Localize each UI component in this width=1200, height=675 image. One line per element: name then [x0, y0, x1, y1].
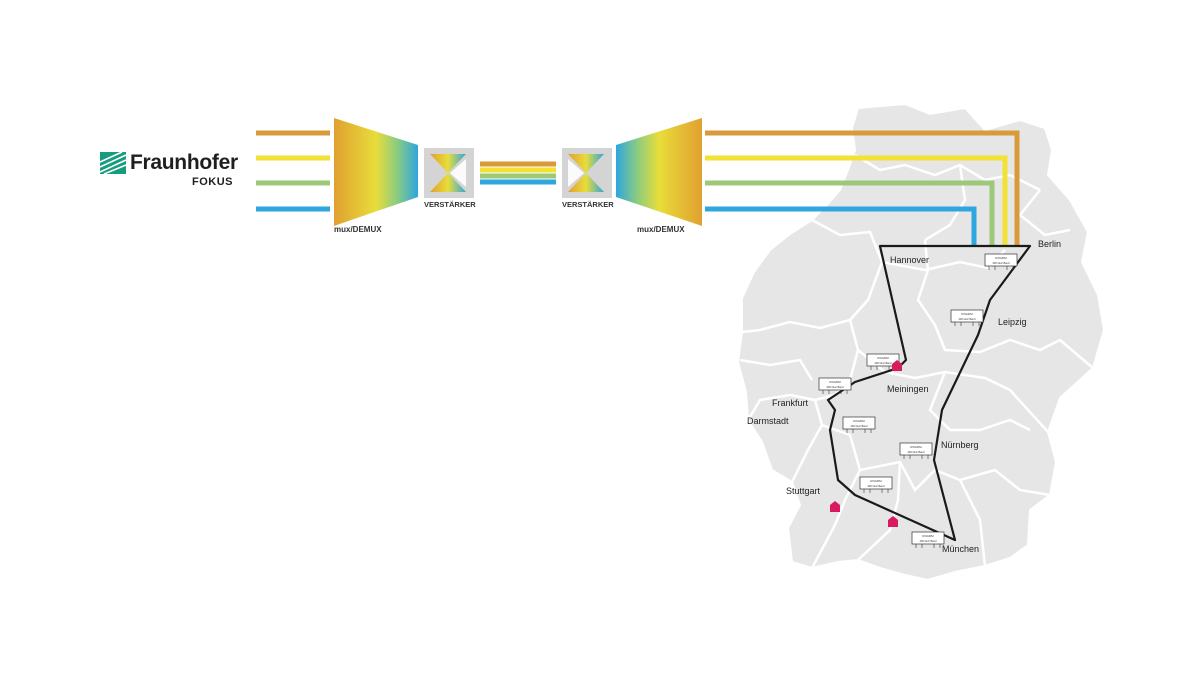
node-marker-south	[888, 516, 898, 527]
svg-text:ROADM: ROADM	[922, 534, 934, 538]
svg-text:ROADM: ROADM	[870, 479, 882, 483]
city-stuttgart: Stuttgart	[786, 486, 821, 496]
svg-text:400 GHz Band: 400 GHz Band	[850, 424, 868, 428]
svg-text:ROADM: ROADM	[829, 380, 841, 384]
fraunhofer-logo-icon	[100, 152, 126, 174]
roadm-nuernberg: ROADM 400 GHz Band	[899, 442, 933, 459]
amplifier-left-label: VERSTÄRKER	[424, 200, 476, 209]
amplifier-right	[562, 148, 612, 198]
city-hannover: Hannover	[890, 255, 929, 265]
logo-subname: FOKUS	[192, 176, 233, 188]
city-labels: Hannover Berlin Leipzig Meiningen Frankf…	[747, 239, 1061, 554]
node-marker-meiningen	[892, 360, 902, 371]
svg-text:400 GHz Band: 400 GHz Band	[919, 539, 937, 543]
svg-text:400 GHz Band: 400 GHz Band	[826, 385, 844, 389]
svg-text:400 GHz Band: 400 GHz Band	[992, 261, 1010, 265]
city-meiningen: Meiningen	[887, 384, 929, 394]
city-berlin: Berlin	[1038, 239, 1061, 249]
roadm-muenchen: ROADM 400 GHz Band	[911, 531, 945, 548]
logo-name: Fraunhofer	[130, 151, 238, 174]
fraunhofer-logo: Fraunhofer FOKUS	[100, 150, 260, 195]
svg-text:ROADM: ROADM	[961, 312, 973, 316]
svg-text:ROADM: ROADM	[877, 356, 889, 360]
roadm-meiningen: ROADM 400 GHz Band	[866, 353, 900, 370]
city-frankfurt: Frankfurt	[772, 398, 809, 408]
amplifier-right-label: VERSTÄRKER	[562, 200, 614, 209]
city-nuernberg: Nürnberg	[941, 440, 979, 450]
node-marker-stuttgart	[830, 501, 840, 512]
svg-text:ROADM: ROADM	[910, 445, 922, 449]
amplifier-left	[424, 148, 474, 198]
fiber-yellow-right	[705, 155, 1008, 246]
fiber-lines-left	[256, 130, 330, 212]
svg-text:400 GHz Band: 400 GHz Band	[907, 450, 925, 454]
demux-label: mux/DEMUX	[637, 225, 685, 234]
fiber-orange-right	[705, 130, 1020, 246]
roadm-darmstadt: ROADM 400 GHz Band	[842, 416, 876, 433]
mux-trapezoid	[334, 118, 418, 226]
city-darmstadt: Darmstadt	[747, 416, 789, 426]
city-leipzig: Leipzig	[998, 317, 1027, 327]
city-muenchen: München	[942, 544, 979, 554]
svg-text:400 GHz Band: 400 GHz Band	[874, 361, 892, 365]
roadm-devices: ROADM 400 GHz Band ROADM 400 GHz Band RO…	[818, 253, 1018, 548]
fiber-green-right	[705, 180, 995, 246]
svg-text:ROADM: ROADM	[853, 419, 865, 423]
demux-trapezoid	[616, 118, 702, 226]
map-outline	[736, 102, 1106, 582]
svg-text:400 GHz Band: 400 GHz Band	[958, 317, 976, 321]
germany-map	[736, 102, 1106, 582]
roadm-berlin: ROADM 400 GHz Band	[984, 253, 1018, 270]
roadm-leipzig: ROADM 400 GHz Band	[950, 309, 984, 326]
fiber-blue-right	[705, 206, 977, 246]
roadm-stuttgart: ROADM 400 GHz Band	[859, 476, 893, 493]
node-markers	[830, 360, 902, 527]
fiber-lines-right	[705, 130, 1020, 246]
svg-text:ROADM: ROADM	[995, 256, 1007, 260]
mux-label: mux/DEMUX	[334, 225, 382, 234]
svg-text:400 GHz Band: 400 GHz Band	[867, 484, 885, 488]
trunk-fiber	[480, 161, 556, 185]
state-borders	[739, 153, 1094, 569]
roadm-frankfurt: ROADM 400 GHz Band	[818, 377, 852, 394]
route-path	[826, 244, 1032, 542]
